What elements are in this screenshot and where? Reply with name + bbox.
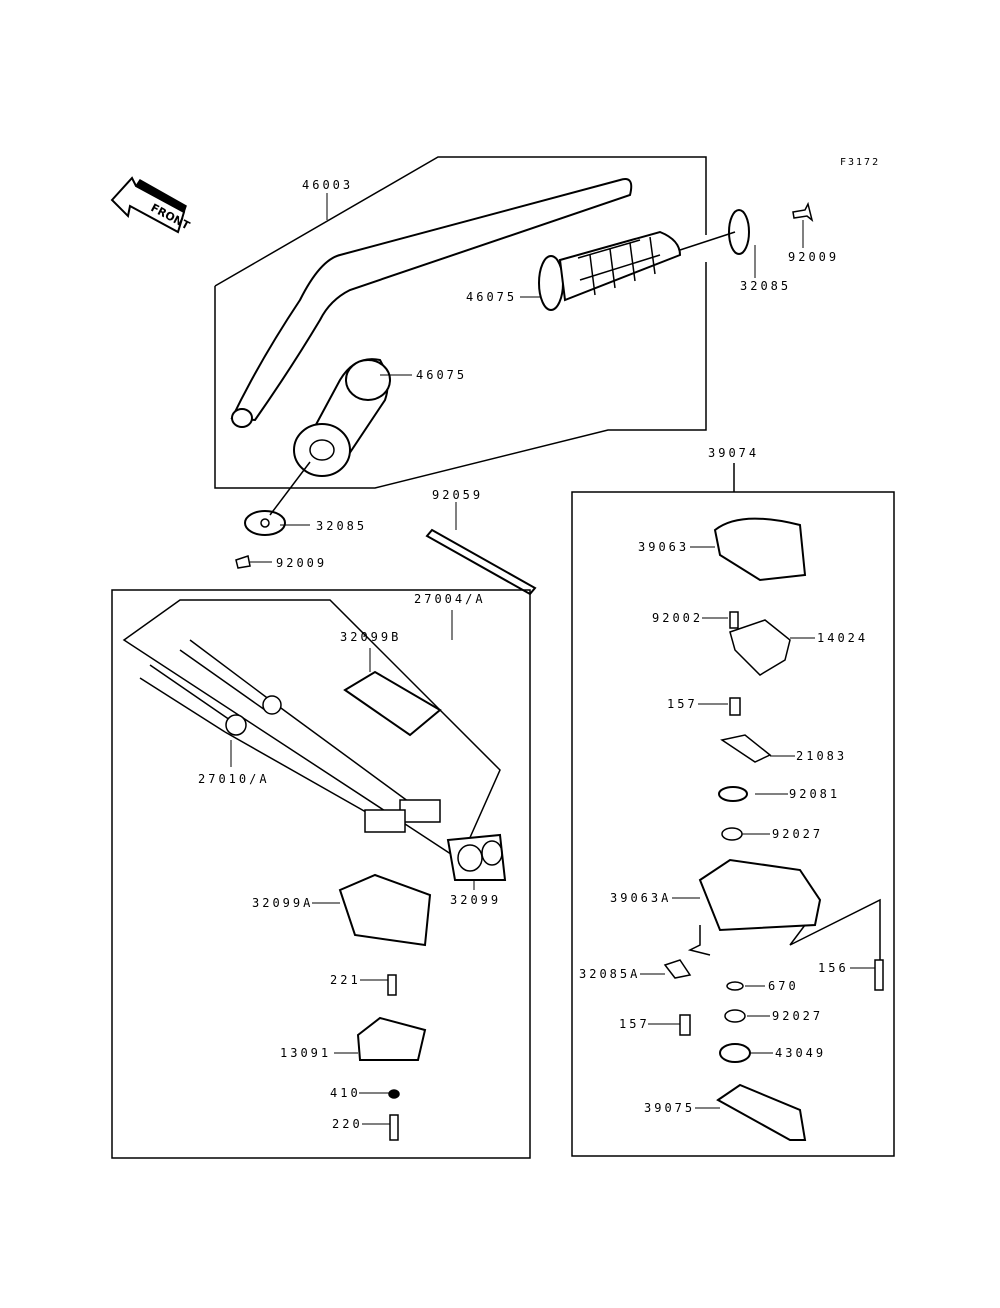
part-label-14024[interactable]: 14024 bbox=[817, 631, 869, 645]
lever-39075 bbox=[716, 1083, 807, 1141]
throttle-cover-39063 bbox=[713, 517, 807, 582]
handlebar bbox=[230, 178, 633, 422]
part-label-156[interactable]: 156 bbox=[818, 961, 849, 975]
part-label-21083[interactable]: 21083 bbox=[796, 749, 848, 763]
part-label-39063A[interactable]: 39063A bbox=[610, 891, 672, 905]
part-label-27010A[interactable]: 27010/A bbox=[198, 772, 270, 786]
part-label-32085-right[interactable]: 32085 bbox=[740, 279, 792, 293]
handlebar-group-outline bbox=[214, 156, 707, 287]
part-label-220[interactable]: 220 bbox=[332, 1117, 363, 1131]
spring-92081 bbox=[718, 786, 748, 802]
screw-220 bbox=[389, 1114, 399, 1141]
seal-43049 bbox=[719, 1043, 751, 1063]
part-label-46075-left[interactable]: 46075 bbox=[416, 368, 468, 382]
part-label-92027-lower[interactable]: 92027 bbox=[772, 1009, 824, 1023]
part-label-32099A[interactable]: 32099A bbox=[252, 896, 314, 910]
part-label-27004A[interactable]: 27004/A bbox=[414, 592, 486, 606]
part-label-46003[interactable]: 46003 bbox=[302, 178, 354, 192]
washer-410 bbox=[388, 1089, 400, 1099]
part-label-32085A[interactable]: 32085A bbox=[579, 967, 641, 981]
front-arrow-icon: FRONT bbox=[110, 176, 192, 234]
part-label-13091[interactable]: 13091 bbox=[280, 1046, 332, 1060]
part-label-221[interactable]: 221 bbox=[330, 973, 361, 987]
part-label-92027-upper[interactable]: 92027 bbox=[772, 827, 824, 841]
end-cap-left bbox=[244, 510, 286, 536]
part-label-32085-left[interactable]: 32085 bbox=[316, 519, 368, 533]
part-label-670[interactable]: 670 bbox=[768, 979, 799, 993]
gasket-14024 bbox=[729, 619, 791, 676]
part-label-157-lower[interactable]: 157 bbox=[619, 1017, 650, 1031]
grip-left bbox=[293, 358, 391, 477]
clamp-13091 bbox=[356, 1016, 427, 1061]
screw-221 bbox=[387, 974, 397, 996]
screw-157a bbox=[729, 697, 741, 716]
part-label-92002[interactable]: 92002 bbox=[652, 611, 704, 625]
part-label-92009-right[interactable]: 92009 bbox=[788, 250, 840, 264]
part-label-39074[interactable]: 39074 bbox=[708, 446, 760, 460]
part-label-92081[interactable]: 92081 bbox=[789, 787, 841, 801]
clip-32085A bbox=[663, 959, 692, 979]
part-label-92009-left[interactable]: 92009 bbox=[276, 556, 328, 570]
bolt-156 bbox=[874, 959, 884, 991]
oring-670 bbox=[726, 981, 744, 991]
part-label-92059[interactable]: 92059 bbox=[432, 488, 484, 502]
lever-21083 bbox=[720, 734, 772, 763]
washer-92027b bbox=[724, 1009, 746, 1023]
grip-right bbox=[538, 230, 682, 311]
screw-right bbox=[792, 201, 814, 222]
screw-157b bbox=[679, 1014, 691, 1036]
switch-wires bbox=[139, 639, 441, 833]
part-label-32099B[interactable]: 32099B bbox=[340, 630, 402, 644]
bolt-92002 bbox=[729, 611, 739, 629]
part-label-39063[interactable]: 39063 bbox=[638, 540, 690, 554]
part-label-32099[interactable]: 32099 bbox=[450, 893, 502, 907]
part-label-410[interactable]: 410 bbox=[330, 1086, 361, 1100]
throttle-case-39063A bbox=[698, 858, 822, 932]
switch-cover bbox=[343, 670, 442, 737]
figure-id: F3172 bbox=[840, 157, 881, 168]
part-label-43049[interactable]: 43049 bbox=[775, 1046, 827, 1060]
part-label-39075[interactable]: 39075 bbox=[644, 1101, 696, 1115]
washer-92027a bbox=[721, 827, 743, 841]
part-label-157-upper[interactable]: 157 bbox=[667, 697, 698, 711]
switch-group-outline bbox=[111, 589, 531, 1159]
screw-left bbox=[235, 555, 251, 569]
part-label-46075-right[interactable]: 46075 bbox=[466, 290, 518, 304]
throttle-group-outline bbox=[571, 491, 895, 1157]
tape bbox=[425, 528, 537, 596]
end-cap-right bbox=[728, 209, 750, 255]
switch-housing-32099A bbox=[338, 873, 432, 947]
